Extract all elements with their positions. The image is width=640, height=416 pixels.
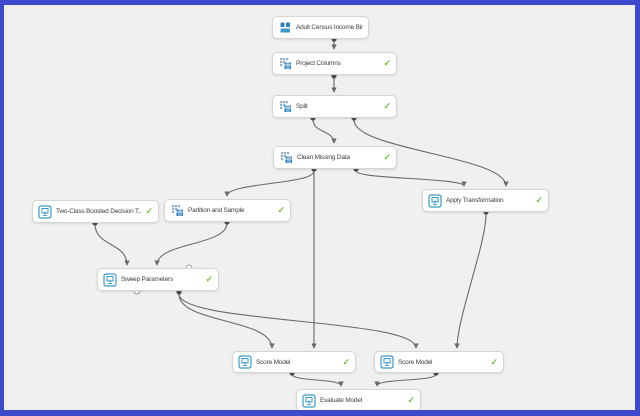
transform-icon-wrap (278, 100, 292, 114)
status-check-icon: ✓ (490, 356, 498, 367)
connection-boosted-tree-to-sweep (94, 223, 130, 266)
data-table-transform-icon (171, 205, 183, 216)
module-node-adult-census-dataset[interactable]: Adult Census Income Binary C... (272, 16, 369, 39)
ml-module-monitor-icon (38, 204, 52, 219)
status-check-icon: ✓ (205, 274, 213, 284)
module-node-evaluate-model[interactable]: Evaluate Model ✓ (296, 389, 421, 410)
data-table-transform-icon (279, 101, 291, 112)
experiment-canvas[interactable]: Adult Census Income Binary C... Project … (4, 5, 635, 410)
dataset-icon (280, 22, 290, 33)
module-label: Evaluate Model (320, 397, 363, 404)
module-label: Split (296, 103, 308, 110)
module-label: Project Columns (296, 60, 341, 67)
module-label: Apply Transformation (446, 197, 504, 204)
status-check-icon: ✓ (407, 395, 415, 405)
connection-split-to-apply-transformation (353, 119, 509, 187)
module-node-score-model-left[interactable]: Score Model ✓ (232, 351, 356, 373)
module-label: Clean Missing Data (297, 154, 350, 161)
ml-icon-wrap (38, 204, 52, 219)
ml-icon-wrap (380, 355, 394, 369)
module-node-sweep-parameters[interactable]: Sweep Parameters ✓ (97, 268, 219, 291)
connection-partition-to-sweep (154, 222, 228, 266)
connection-sweep-to-score-right (178, 293, 419, 349)
connection-split-to-clean-missing (312, 119, 337, 144)
status-check-icon: ✓ (535, 195, 543, 205)
ml-icon-wrap (103, 272, 117, 287)
status-check-icon: ✓ (383, 152, 391, 162)
module-node-score-model-right[interactable]: Score Model ✓ (374, 351, 504, 373)
module-label: Score Model (398, 358, 433, 366)
ml-icon-wrap (238, 355, 252, 369)
ml-module-monitor-icon (380, 355, 394, 369)
ml-module-monitor-icon (302, 393, 316, 408)
dataset-icon-wrap (278, 21, 292, 35)
ml-icon-wrap (302, 393, 316, 408)
module-node-split[interactable]: Split ✓ (272, 95, 397, 118)
module-label: Sweep Parameters (121, 276, 174, 283)
module-node-partition-and-sample[interactable]: Partition and Sample ✓ (164, 199, 291, 222)
status-check-icon: ✓ (342, 356, 350, 367)
transform-icon-wrap (278, 57, 292, 71)
transform-icon-wrap (279, 151, 293, 165)
status-check-icon: ✓ (145, 206, 153, 216)
ml-module-monitor-icon (428, 193, 442, 208)
connection-score-right-to-evaluate (374, 373, 437, 387)
module-node-project-columns[interactable]: Project Columns ✓ (272, 52, 397, 75)
connection-clean-missing-to-apply-transformation (355, 170, 467, 187)
module-node-apply-transformation[interactable]: Apply Transformation ✓ (422, 189, 549, 212)
module-label: Two-Class Boosted Decision T... (56, 208, 142, 215)
data-table-transform-icon (280, 152, 292, 163)
ml-module-monitor-icon (238, 355, 252, 369)
connection-clean-missing-to-partition (224, 170, 315, 197)
module-node-two-class-boosted-decision-tree[interactable]: Two-Class Boosted Decision T...✓ (32, 200, 159, 223)
status-check-icon: ✓ (383, 101, 391, 111)
module-label: Adult Census Income Binary C... (296, 24, 363, 31)
connection-score-left-to-evaluate (291, 373, 344, 387)
module-label: Score Model (256, 358, 291, 366)
data-table-transform-icon (279, 58, 291, 69)
status-check-icon: ✓ (277, 205, 285, 215)
status-check-icon: ✓ (383, 58, 391, 68)
ml-module-monitor-icon (103, 272, 117, 287)
ml-icon-wrap (428, 193, 442, 208)
module-node-clean-missing-data[interactable]: Clean Missing Data ✓ (273, 146, 397, 169)
connection-sweep-to-score-left (178, 293, 275, 349)
transform-icon-wrap (170, 204, 184, 218)
connection-apply-transformation-to-score-right (454, 213, 487, 349)
module-label: Partition and Sample (188, 207, 245, 214)
